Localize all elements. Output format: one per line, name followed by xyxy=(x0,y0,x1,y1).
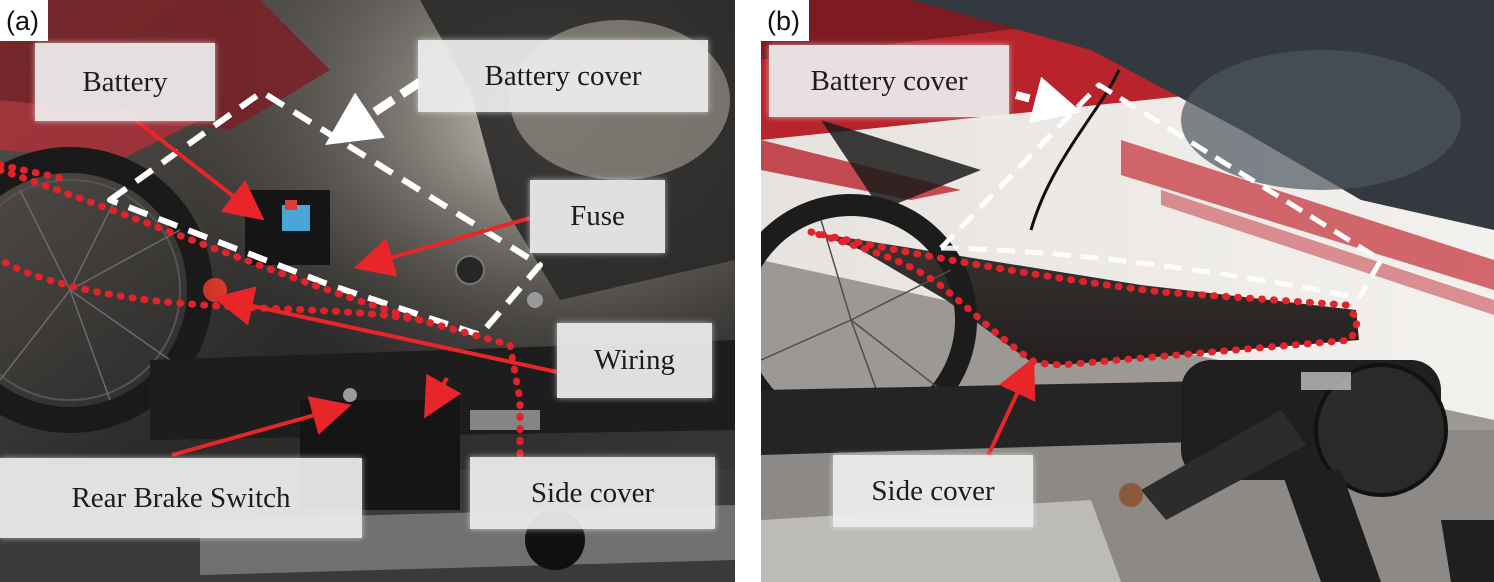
side-cover-arrow xyxy=(424,373,462,419)
battery-cover-outline-b xyxy=(939,82,1384,300)
battery-arrow xyxy=(118,106,265,221)
callout-wiring: Wiring xyxy=(557,323,712,398)
side-cover-arrow-b xyxy=(984,357,1036,461)
panel-b: (b) Battery cover Side cover xyxy=(761,0,1494,582)
panel-a: (a) Battery Battery cover Fuse Wiring Re… xyxy=(0,0,735,582)
rear-brake-switch-arrow xyxy=(171,396,352,457)
callout-side-cover-b: Side cover xyxy=(833,455,1033,527)
battery-cover-arrow-b xyxy=(1014,76,1082,124)
callout-battery: Battery xyxy=(35,43,215,121)
callout-rear-brake-switch: Rear Brake Switch xyxy=(0,458,362,538)
callout-side-cover: Side cover xyxy=(470,457,715,529)
side-cover-outline-b xyxy=(807,228,1362,369)
wiring-arrow xyxy=(213,286,558,374)
callout-battery-cover: Battery cover xyxy=(418,40,708,112)
battery-cover-arrow xyxy=(324,78,423,145)
panel-b-label: (b) xyxy=(761,0,809,41)
callout-fuse: Fuse xyxy=(530,180,665,253)
panel-a-label: (a) xyxy=(0,0,48,41)
callout-battery-cover-b: Battery cover xyxy=(769,45,1009,117)
battery-cover-outline xyxy=(107,89,543,338)
fuse-arrow xyxy=(353,216,531,277)
